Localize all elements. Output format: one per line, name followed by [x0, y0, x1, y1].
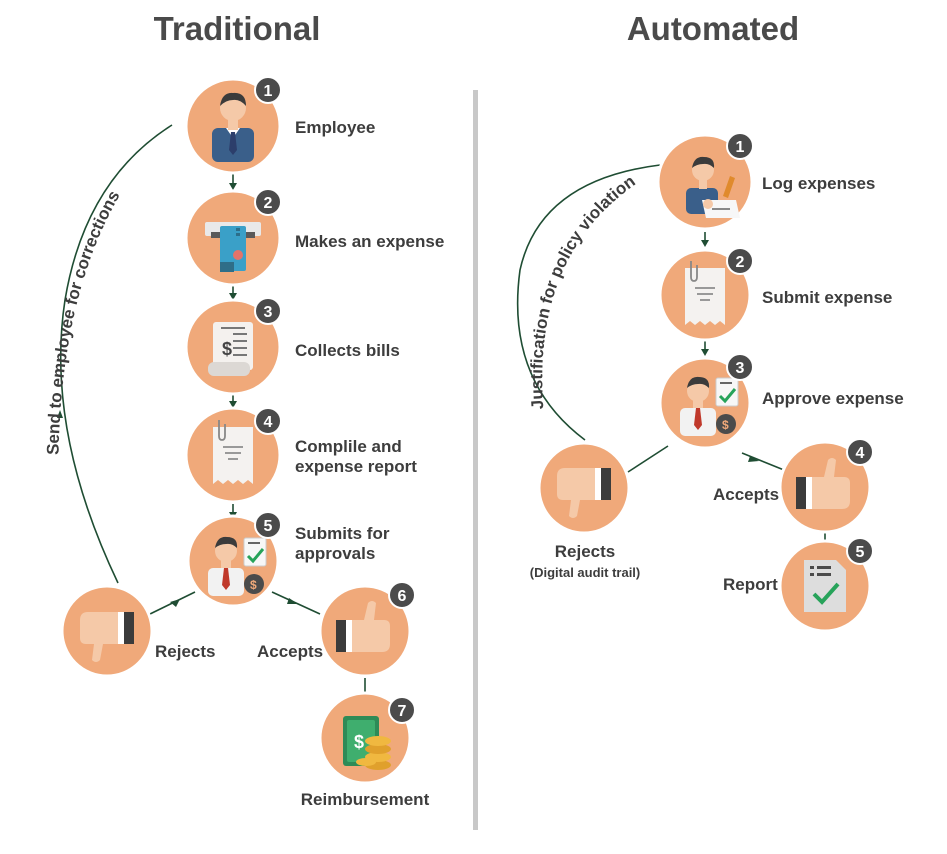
approver-icon: $	[680, 376, 739, 436]
thumbs-down-icon	[557, 468, 611, 518]
svg-text:1: 1	[736, 139, 745, 156]
traditional-title: Traditional	[154, 10, 321, 47]
auto-step-4-label: Accepts	[713, 485, 779, 504]
approver-icon: $	[208, 536, 267, 596]
trad-step-1-label: Employee	[295, 118, 375, 137]
auto-step-2-label: Submit expense	[762, 288, 892, 307]
svg-text:1: 1	[264, 83, 273, 100]
svg-text:5: 5	[856, 544, 865, 561]
auto-step-approve: $ 3	[658, 353, 754, 450]
svg-text:4: 4	[856, 445, 865, 462]
atm-card-icon	[205, 222, 261, 272]
trad-step-bills: $ 3	[184, 297, 282, 396]
auto-step-5-label: Report	[723, 575, 778, 594]
auto-step-1-label: Log expenses	[762, 174, 875, 193]
trad-step-reimbursement: $ 7	[318, 691, 416, 785]
trad-step-4-label-line1: Complile and	[295, 437, 402, 456]
report-check-icon	[804, 560, 846, 612]
trad-step-employee: 1	[184, 76, 282, 175]
traditional-branch-connectors	[149, 591, 321, 615]
corrections-loop-label: Send to employee for corrections	[43, 187, 123, 455]
trad-step-expense: 2	[184, 188, 282, 287]
svg-text:$: $	[250, 578, 257, 592]
loop-arrow	[57, 410, 63, 418]
automated-title: Automated	[627, 10, 799, 47]
trad-step-report: 4	[184, 406, 282, 504]
trad-rejects	[60, 584, 154, 678]
svg-text:6: 6	[398, 588, 407, 605]
document-icon	[213, 420, 253, 484]
trad-step-7-label: Reimbursement	[301, 790, 430, 809]
svg-text:$: $	[354, 732, 364, 752]
svg-text:3: 3	[264, 304, 273, 321]
thumbs-down-icon	[80, 612, 134, 662]
policy-violation-loop-arc	[516, 164, 661, 441]
auto-step-3-label: Approve expense	[762, 389, 904, 408]
auto-step-accepts: 4	[778, 438, 874, 534]
writing-employee-icon	[686, 156, 740, 218]
svg-text:3: 3	[736, 360, 745, 377]
trad-step-2-label: Makes an expense	[295, 232, 444, 251]
thumbs-up-icon	[796, 458, 850, 509]
corrections-loop-arc	[59, 124, 173, 584]
auto-step-log: 1	[656, 132, 754, 231]
svg-text:4: 4	[264, 414, 273, 431]
money-coins-icon: $	[343, 716, 391, 770]
trad-step-6-label: Accepts	[257, 642, 323, 661]
trad-step-accepts: 6	[318, 581, 416, 678]
trad-step-4-label-line2: expense report	[295, 457, 417, 476]
auto-rejects	[537, 441, 631, 535]
document-icon	[685, 261, 725, 325]
auto-step-submit: 2	[658, 247, 754, 342]
trad-step-5-label-line2: approvals	[295, 544, 375, 563]
svg-text:2: 2	[736, 254, 745, 271]
auto-rejects-label: Rejects	[555, 542, 615, 561]
svg-text:2: 2	[264, 195, 273, 212]
employee-icon	[212, 92, 254, 162]
svg-text:$: $	[222, 339, 232, 359]
svg-text:5: 5	[264, 518, 273, 535]
trad-step-5-label-line1: Submits for	[295, 524, 390, 543]
auto-step-report: 5	[778, 537, 874, 633]
receipt-icon: $	[208, 322, 253, 376]
section-divider	[473, 90, 478, 830]
auto-rejects-sublabel: (Digital audit trail)	[530, 565, 641, 580]
svg-text:7: 7	[398, 703, 407, 720]
svg-text:$: $	[722, 418, 729, 432]
trad-rejects-label: Rejects	[155, 642, 215, 661]
thumbs-up-icon	[336, 601, 390, 652]
trad-step-3-label: Collects bills	[295, 341, 400, 360]
trad-step-approvals: $ 5	[186, 511, 282, 608]
policy-violation-loop-label: Justification for policy violation	[527, 172, 639, 410]
